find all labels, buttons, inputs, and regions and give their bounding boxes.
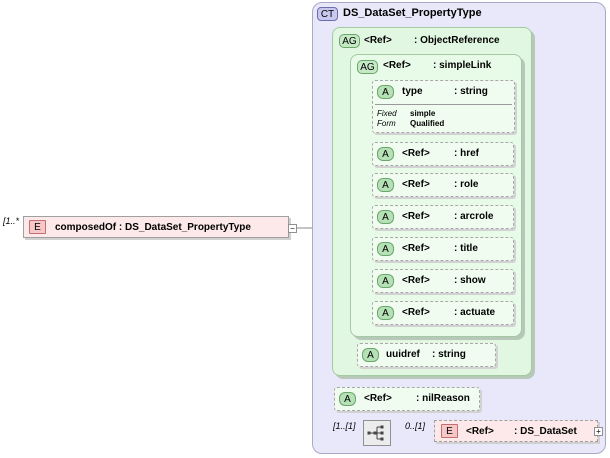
attribute-badge: A [377,178,394,192]
attribute-badge: A [377,210,394,224]
ds-dataset-element-box[interactable]: E <Ref> : DS_DataSet [434,420,598,442]
fixed-label: Fixed [377,109,397,118]
attribute-ref: <Ref> [402,179,430,190]
attribute-name: : arcrole [454,211,494,222]
attribute-role[interactable]: A <Ref> : role [372,173,514,197]
attribute-actuate[interactable]: A <Ref> : actuate [372,301,514,325]
expand-toggle-icon[interactable]: + [594,427,603,436]
form-value: Qualified [410,119,445,128]
type-attribute-box[interactable]: A type : string Fixed simple Form Qualif… [372,80,515,133]
attribute-ref: <Ref> [402,275,430,286]
attribute-ref: <Ref> [364,393,392,404]
attribute-title[interactable]: A <Ref> : title [372,237,514,261]
attribute-name: : nilReason [416,393,470,404]
ds-dataset-ref: <Ref> [466,426,494,437]
attribute-badge: A [339,392,356,406]
attribute-ref: <Ref> [402,211,430,222]
attribute-name: : href [454,148,479,159]
fixed-value: simple [410,109,436,118]
attribute-badge: A [377,274,394,288]
attribute-badge: A [377,306,394,320]
attribute-show[interactable]: A <Ref> : show [372,269,514,293]
attribute-name: : show [454,275,486,286]
complex-type-title: DS_DataSet_PropertyType [343,7,482,19]
root-element-box[interactable]: E composedOf : DS_DataSet_PropertyType [23,216,289,238]
root-element-name: composedOf : DS_DataSet_PropertyType [55,222,251,233]
attribute-group-outer-ref: <Ref> [364,35,392,46]
attribute-badge: A [377,242,394,256]
sequence-cardinality: [1..[1] [333,421,356,431]
attribute-badge: A [377,147,394,161]
root-cardinality: [1..* [3,216,20,226]
ds-dataset-name: : DS_DataSet [514,426,577,437]
attribute-group-badge: AG [339,34,360,48]
attribute-group-badge: AG [357,60,378,74]
attribute-ref: <Ref> [402,148,430,159]
form-label: Form [377,119,396,128]
attribute-name: uuidref [386,349,420,360]
type-attribute-type: : string [454,86,488,97]
attribute-ref: <Ref> [402,307,430,318]
attribute-group-inner-ref: <Ref> [383,60,411,71]
element-badge: E [441,424,458,438]
attribute-name: : role [454,179,479,190]
attribute-name: : actuate [454,307,496,318]
attribute-type: : string [432,349,466,360]
ds-dataset-cardinality: 0..[1] [405,421,426,431]
attribute-group-outer-type: : ObjectReference [414,35,500,46]
attribute-badge: A [362,348,379,362]
complex-type-badge: CT [317,7,338,21]
attribute-nilreason[interactable]: A <Ref> : nilReason [334,387,480,411]
attribute-uuidref[interactable]: A uuidref : string [357,343,496,367]
sequence-compositor[interactable] [363,420,391,446]
attribute-group-inner-type: : simpleLink [433,60,492,71]
attribute-ref: <Ref> [402,243,430,254]
element-badge: E [29,220,46,234]
collapse-toggle-icon[interactable]: − [288,224,297,233]
sequence-icon [367,425,384,441]
attribute-href[interactable]: A <Ref> : href [372,142,514,166]
type-divider [375,104,512,105]
attribute-arcrole[interactable]: A <Ref> : arcrole [372,205,514,229]
attribute-badge: A [377,85,394,99]
attribute-name: : title [454,243,478,254]
type-attribute-name: type [402,86,423,97]
